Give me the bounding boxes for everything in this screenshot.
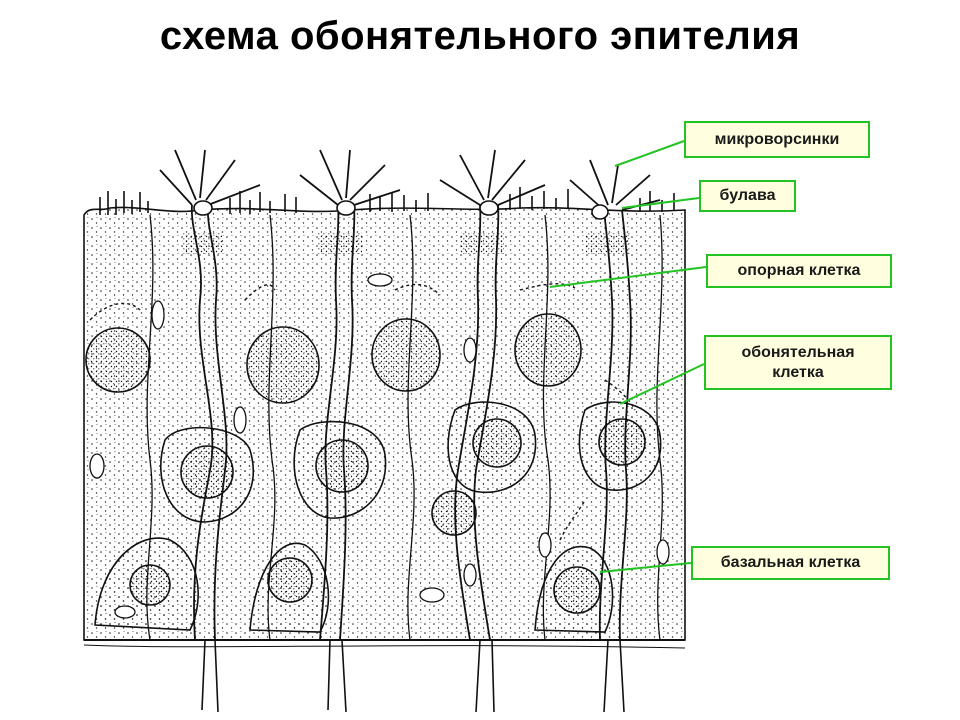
label-olfactory-cell: обонятельная клетка [704, 335, 892, 390]
olfactory-clubs [193, 200, 609, 220]
terminal-bars [182, 232, 630, 254]
page-title: схема обонятельного эпителия [159, 14, 801, 58]
axons [201, 639, 625, 713]
nuclei [85, 313, 646, 536]
label-club: булава [699, 180, 796, 212]
label-basal-cell: базальная клетка [691, 546, 890, 580]
label-microvilli: микроворсинки [684, 121, 870, 158]
label-support-cell: опорная клетка [706, 254, 892, 288]
reticulum-marks [89, 283, 636, 541]
mitochondria [89, 273, 670, 619]
leader-lines [549, 140, 707, 573]
